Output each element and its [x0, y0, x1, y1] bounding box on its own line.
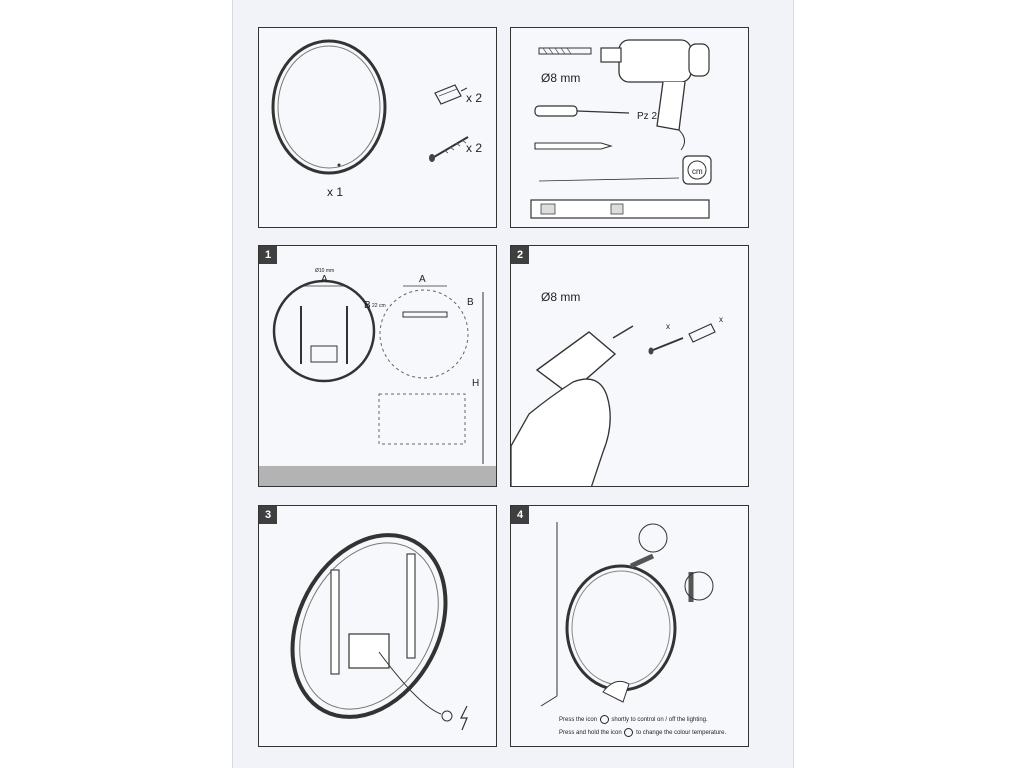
power-drill-icon	[535, 325, 634, 395]
note1-pre: Press the icon	[559, 717, 598, 724]
panel-tools: Ø8 mm Pz 2 cm	[510, 27, 749, 228]
wall-layout-diagram	[378, 285, 484, 464]
screw-icon	[429, 136, 469, 162]
screw-quantity: x 2	[466, 141, 483, 155]
light-button-icon	[599, 715, 609, 724]
wall-plug-icon	[688, 323, 716, 343]
label-a-right: A	[419, 274, 426, 285]
tape-unit-label: cm	[692, 167, 703, 176]
screwdriver-size-label: Pz 2	[637, 111, 658, 122]
dimension-side: 22 cm	[372, 303, 386, 309]
contents-illustration	[271, 39, 469, 175]
pencil-icon	[534, 142, 613, 150]
dimension-top: Ø10 mm	[315, 268, 335, 274]
note1-post: shortly to control on / off the lighting…	[611, 717, 708, 724]
spirit-level-icon	[530, 199, 710, 219]
note2-pre: Press and hold the icon	[559, 730, 622, 737]
label-height: H	[472, 378, 480, 389]
plug-quantity: x 2	[466, 91, 483, 105]
hand-icon	[511, 378, 611, 486]
drill-size-label: Ø8 mm	[541, 290, 581, 304]
drill-size-label: Ø8 mm	[541, 71, 581, 85]
wall-corner	[540, 522, 558, 707]
tape-measure-icon	[538, 155, 712, 185]
mark-plug: x	[719, 315, 723, 324]
drill-bit-icon	[538, 47, 592, 55]
wall-plug-icon	[434, 84, 468, 105]
label-b-right: B	[467, 297, 474, 308]
step2-illustration	[511, 323, 716, 486]
touch-button-icon	[602, 680, 630, 703]
panel-step-4: 4 Press the icon	[510, 505, 749, 747]
step4-illustration	[540, 522, 714, 707]
panel-step-2: 2 Ø8 mm x x	[510, 245, 749, 487]
mirror-icon	[271, 39, 387, 175]
mark-screw: x	[666, 322, 670, 331]
label-a-left: A	[321, 274, 328, 285]
light-button-icon	[624, 728, 634, 737]
power-warning-icon	[441, 705, 468, 731]
step-number: 1	[259, 246, 277, 264]
note2-post: to change the colour temperature.	[636, 730, 727, 737]
mirror-quantity: x 1	[327, 185, 344, 199]
manual-sheet: x 1 x 2 x 2	[232, 0, 794, 768]
step3-illustration	[290, 533, 468, 731]
mirror-back-diagram	[272, 279, 376, 383]
step-number: 2	[511, 246, 529, 264]
instruction-line-1: Press the icon shortly to control on / o…	[559, 715, 708, 724]
mirror-back-diagram	[290, 533, 448, 719]
step-number: 4	[511, 506, 529, 524]
screwdriver-icon	[534, 105, 630, 117]
mirror-icon	[565, 564, 677, 692]
floor-strip	[259, 466, 496, 486]
screw-icon	[648, 337, 684, 355]
label-b-left: B	[364, 300, 371, 311]
tools-illustration	[530, 39, 712, 219]
step-number: 3	[259, 506, 277, 524]
bracket-detail-icon	[638, 523, 714, 601]
panel-step-1: 1 Ø10 mm A B 22 cm A B H	[258, 245, 497, 487]
step1-illustration	[259, 279, 496, 486]
panel-step-3: 3	[258, 505, 497, 747]
power-drill-icon	[600, 39, 710, 151]
instruction-line-2: Press and hold the icon to change the co…	[559, 728, 726, 737]
panel-contents: x 1 x 2 x 2	[258, 27, 497, 228]
